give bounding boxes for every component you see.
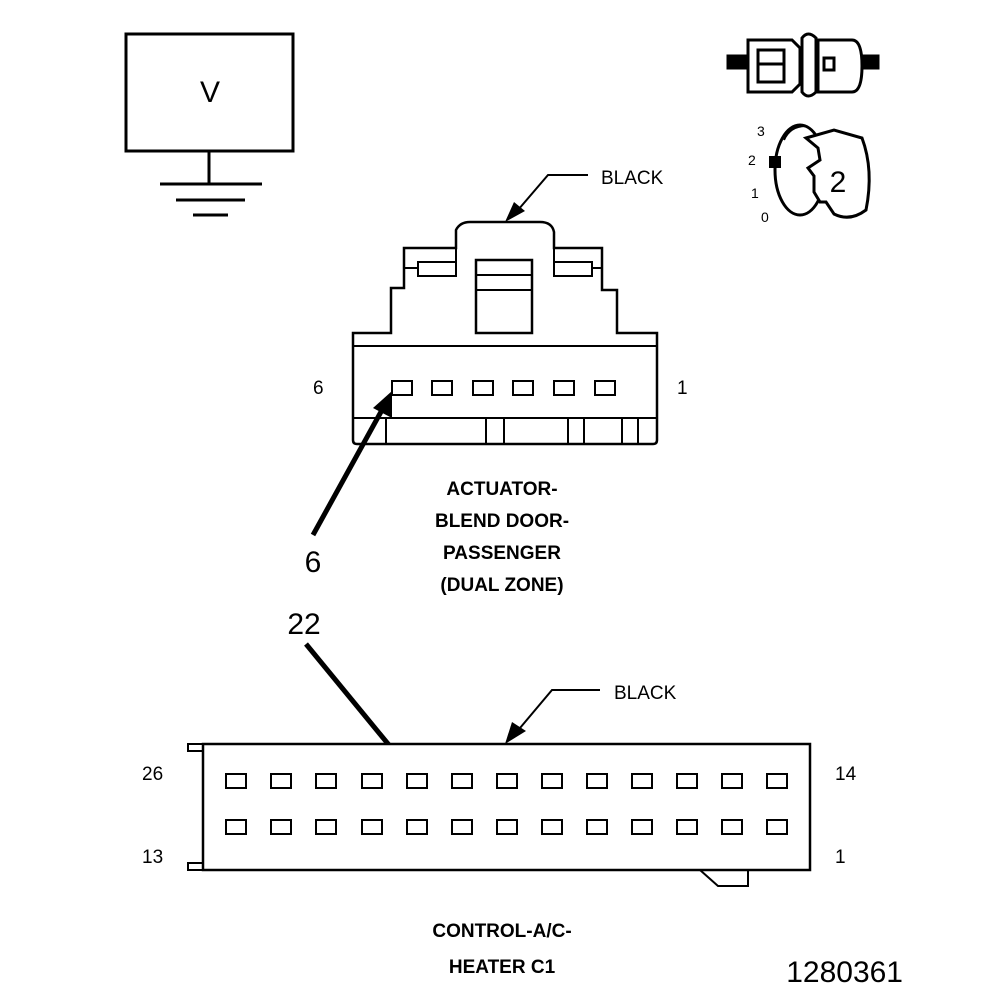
- bottom-pin-label-top-left: 26: [142, 764, 163, 785]
- pin-cavity: [225, 819, 247, 835]
- pin-cavity: [406, 819, 428, 835]
- ignition-pos-3: 3: [757, 123, 765, 139]
- top-connector-name-line1: ACTUATOR-: [446, 479, 557, 500]
- color-callout-top: BLACK: [505, 168, 664, 222]
- voltmeter-symbol: V: [124, 32, 295, 217]
- pin-cavity: [512, 380, 534, 396]
- pin-cavity: [451, 819, 473, 835]
- connector-actuator-blend-door: BLACK 6 1 ACTUATOR- BLEND DOOR- PASSENGE…: [313, 168, 688, 596]
- connector-control-ac-heater-c1: BLACK: [142, 683, 857, 978]
- pin-cavity: [225, 773, 247, 789]
- top-connector-color-label: BLACK: [601, 168, 664, 189]
- top-pin-label-left: 6: [313, 378, 324, 399]
- pin-cavity: [361, 773, 383, 789]
- bottom-connector-color-label: BLACK: [614, 683, 677, 704]
- probe-pin-label-top: 6: [305, 546, 322, 579]
- probe-arrow-top: 6: [305, 391, 392, 579]
- pin-cavity: [496, 819, 518, 835]
- ignition-switch-icon: 3 2 1 0 2: [748, 123, 871, 225]
- disconnected-connector-icon: [726, 32, 880, 98]
- pin-cavity: [594, 380, 616, 396]
- pin-cavity: [315, 773, 337, 789]
- bottom-pin-cavities-top-row: [225, 773, 788, 789]
- pin-cavity: [586, 819, 608, 835]
- figure-number: 1280361: [786, 956, 903, 989]
- top-pin-label-right: 1: [677, 378, 688, 399]
- ignition-pos-2: 2: [748, 152, 756, 168]
- pin-cavity: [766, 773, 788, 789]
- top-connector-name-line4: (DUAL ZONE): [440, 575, 563, 596]
- pin-cavity: [391, 380, 413, 396]
- pin-cavity: [270, 819, 292, 835]
- pin-cavity: [315, 819, 337, 835]
- pin-cavity: [631, 773, 653, 789]
- pin-cavity: [586, 773, 608, 789]
- ignition-key-position: 2: [830, 166, 847, 199]
- pin-cavity: [541, 773, 563, 789]
- pin-cavity: [676, 773, 698, 789]
- ground-icon: [160, 182, 262, 217]
- pin-cavity: [721, 819, 743, 835]
- pin-cavity: [496, 773, 518, 789]
- pin-cavity: [676, 819, 698, 835]
- pin-cavity: [431, 380, 453, 396]
- bottom-pin-label-bottom-right: 1: [835, 847, 846, 868]
- bottom-pin-label-top-right: 14: [835, 764, 857, 785]
- voltmeter-label: V: [200, 76, 220, 109]
- pin-cavity: [721, 773, 743, 789]
- pin-cavity: [631, 819, 653, 835]
- top-connector-name-line3: PASSENGER: [443, 543, 561, 564]
- pin-cavity: [541, 819, 563, 835]
- bottom-connector-name-line1: CONTROL-A/C-: [432, 921, 571, 942]
- pin-cavity: [406, 773, 428, 789]
- bottom-pin-label-bottom-left: 13: [142, 847, 163, 868]
- pin-cavity: [361, 819, 383, 835]
- top-connector-name-line2: BLEND DOOR-: [435, 511, 569, 532]
- pin-cavity: [451, 773, 473, 789]
- color-callout-bottom: BLACK: [505, 683, 677, 744]
- probe-pin-label-bottom: 22: [287, 608, 320, 641]
- pin-cavity: [766, 819, 788, 835]
- bottom-connector-name-line2: HEATER C1: [449, 957, 556, 978]
- ignition-pos-0: 0: [761, 209, 769, 225]
- pin-cavity: [472, 380, 494, 396]
- top-pin-cavities: [391, 380, 616, 396]
- bottom-pin-cavities-bottom-row: [225, 819, 788, 835]
- pin-cavity: [553, 380, 575, 396]
- ignition-pos-1: 1: [751, 185, 759, 201]
- pin-cavity: [270, 773, 292, 789]
